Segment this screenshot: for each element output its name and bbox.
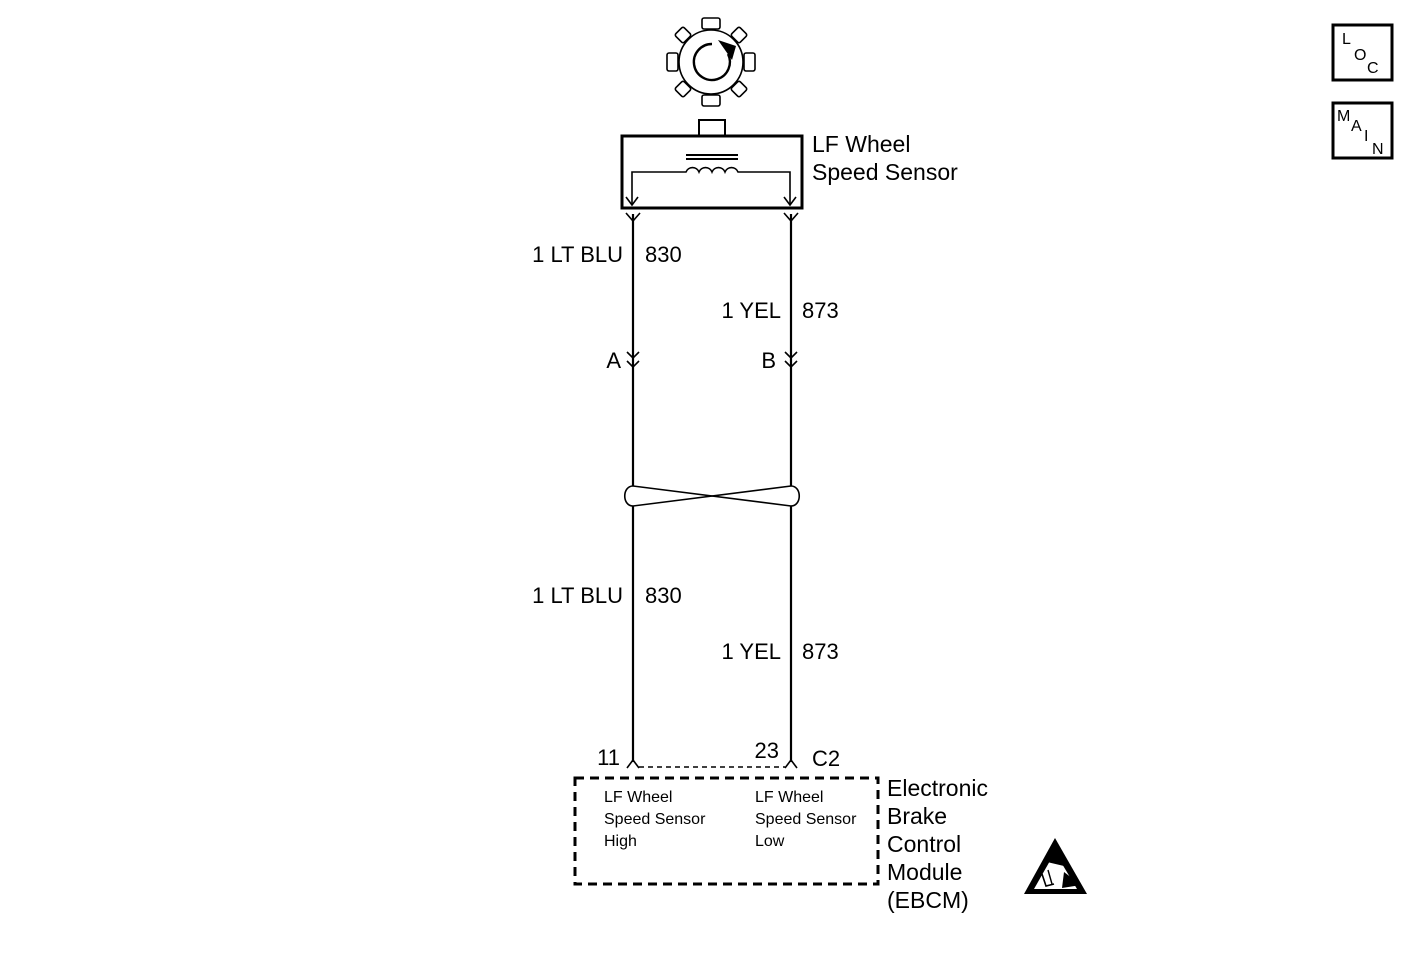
main-letter-n: N	[1372, 141, 1384, 158]
pin-low-desc-1: LF Wheel	[755, 789, 823, 806]
module-name-line2: Brake	[887, 803, 947, 829]
wire-b-lower-number: 873	[802, 639, 839, 664]
pin-high-desc-3: High	[604, 833, 637, 850]
wire-a-lower-number: 830	[645, 583, 682, 608]
twisted-pair-symbol	[623, 485, 801, 507]
wire-a-upper-color: 1 LT BLU	[532, 242, 623, 267]
main-nav-button[interactable]: M A I N	[1331, 101, 1394, 160]
module-pin-11: 11	[597, 745, 620, 770]
connector-c2-label: C2	[812, 746, 840, 771]
wheel-speed-sensor	[620, 134, 804, 210]
main-letter-i: I	[1364, 128, 1368, 145]
pin-low-desc-2: Speed Sensor	[755, 811, 857, 828]
wire-b-upper-number: 873	[802, 298, 839, 323]
main-letter-a: A	[1351, 118, 1362, 135]
sensor-name-line2: Speed Sensor	[812, 159, 958, 185]
loc-letter-c: C	[1367, 60, 1379, 77]
ebcm-module-box	[573, 776, 880, 886]
tone-wheel-icon	[666, 17, 756, 107]
loc-letter-o: O	[1354, 47, 1366, 64]
main-letter-m: M	[1337, 108, 1350, 125]
esd-warning-icon	[1024, 838, 1087, 894]
terminal-b-label: B	[761, 348, 776, 373]
loc-nav-button[interactable]: L O C	[1331, 23, 1394, 82]
wire-b-lower-color: 1 YEL	[721, 639, 781, 664]
module-name-line3: Control	[887, 831, 961, 857]
sensor-name-line1: LF Wheel	[812, 131, 910, 157]
wire-a-upper-number: 830	[645, 242, 682, 267]
module-name-line4: Module	[887, 859, 962, 885]
loc-letter-l: L	[1342, 31, 1351, 48]
pin-high-desc-2: Speed Sensor	[604, 811, 706, 828]
inline-connector	[626, 351, 798, 369]
sensor-mount	[698, 119, 726, 137]
module-pin-23: 23	[755, 738, 779, 763]
module-name-line1: Electronic	[887, 775, 988, 801]
pin-low-desc-3: Low	[755, 833, 785, 850]
pin-high-desc-1: LF Wheel	[604, 789, 672, 806]
wire-a-lower-color: 1 LT BLU	[532, 583, 623, 608]
terminal-a-label: A	[606, 348, 621, 373]
module-name-line5: (EBCM)	[887, 887, 969, 913]
wire-b-upper-color: 1 YEL	[721, 298, 781, 323]
